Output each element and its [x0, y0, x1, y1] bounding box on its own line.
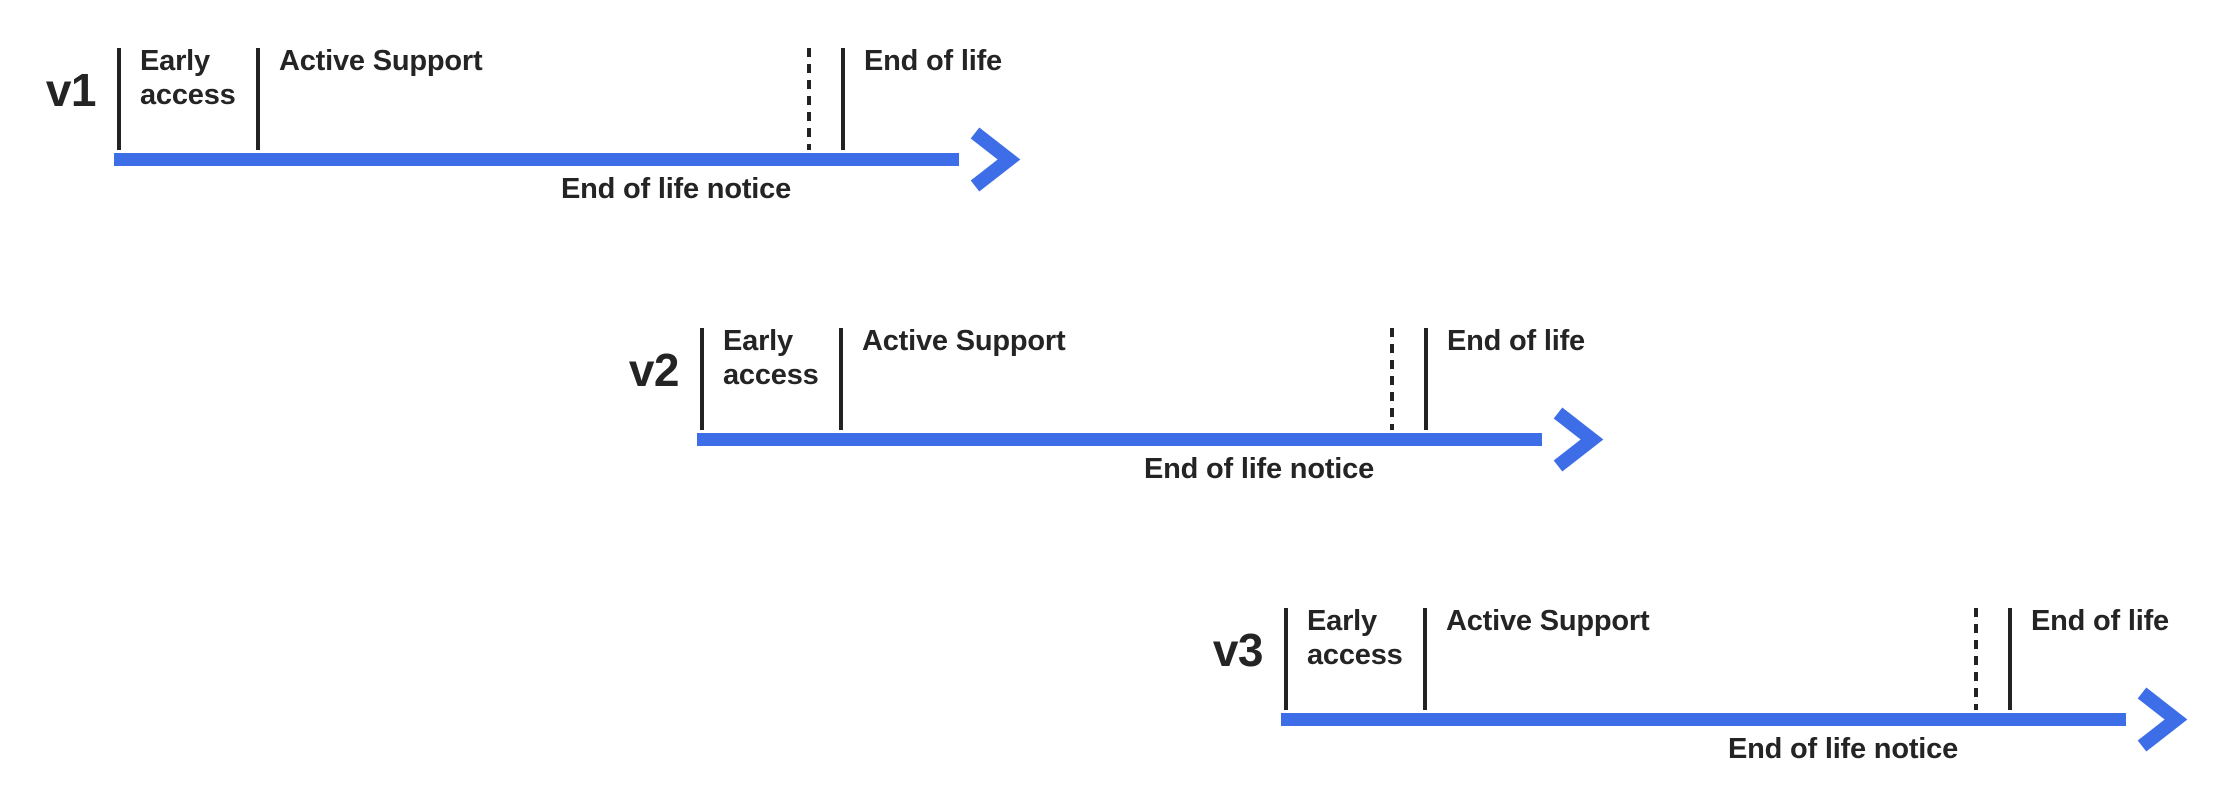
early-access-label: Early access — [723, 325, 819, 391]
timeline-axis-graphic — [114, 48, 1021, 192]
early-access-label: Early access — [1307, 605, 1403, 671]
end-of-life-notice-label: End of life notice — [1727, 733, 1958, 765]
timeline-arrow-head-icon — [1553, 407, 1604, 472]
timeline-v3: v3 Early access Active Support End of li… — [1186, 598, 2196, 783]
early-access-label: Early access — [140, 45, 236, 111]
end-of-life-label: End of life — [1447, 325, 1585, 357]
end-of-life-label: End of life — [2031, 605, 2169, 637]
timeline-axis-graphic — [697, 328, 1604, 472]
end-of-life-notice-label: End of life notice — [1143, 453, 1374, 485]
version-label: v3 — [1212, 624, 1264, 676]
timeline-v2: v2 Early access Active Support End of li… — [602, 318, 1612, 503]
end-of-life-notice-label: End of life notice — [560, 173, 791, 205]
active-support-label: Active Support — [862, 325, 1066, 357]
timeline-v1: v1 Early access Active Support End of li… — [19, 38, 1029, 223]
version-label: v1 — [45, 64, 97, 116]
active-support-label: Active Support — [1446, 605, 1650, 637]
active-support-label: Active Support — [279, 45, 483, 77]
timeline-arrow-head-icon — [970, 127, 1021, 192]
timeline-arrow-head-icon — [2137, 687, 2188, 752]
timeline-axis-graphic — [1281, 608, 2188, 752]
end-of-life-label: End of life — [864, 45, 1002, 77]
version-label: v2 — [628, 344, 680, 396]
